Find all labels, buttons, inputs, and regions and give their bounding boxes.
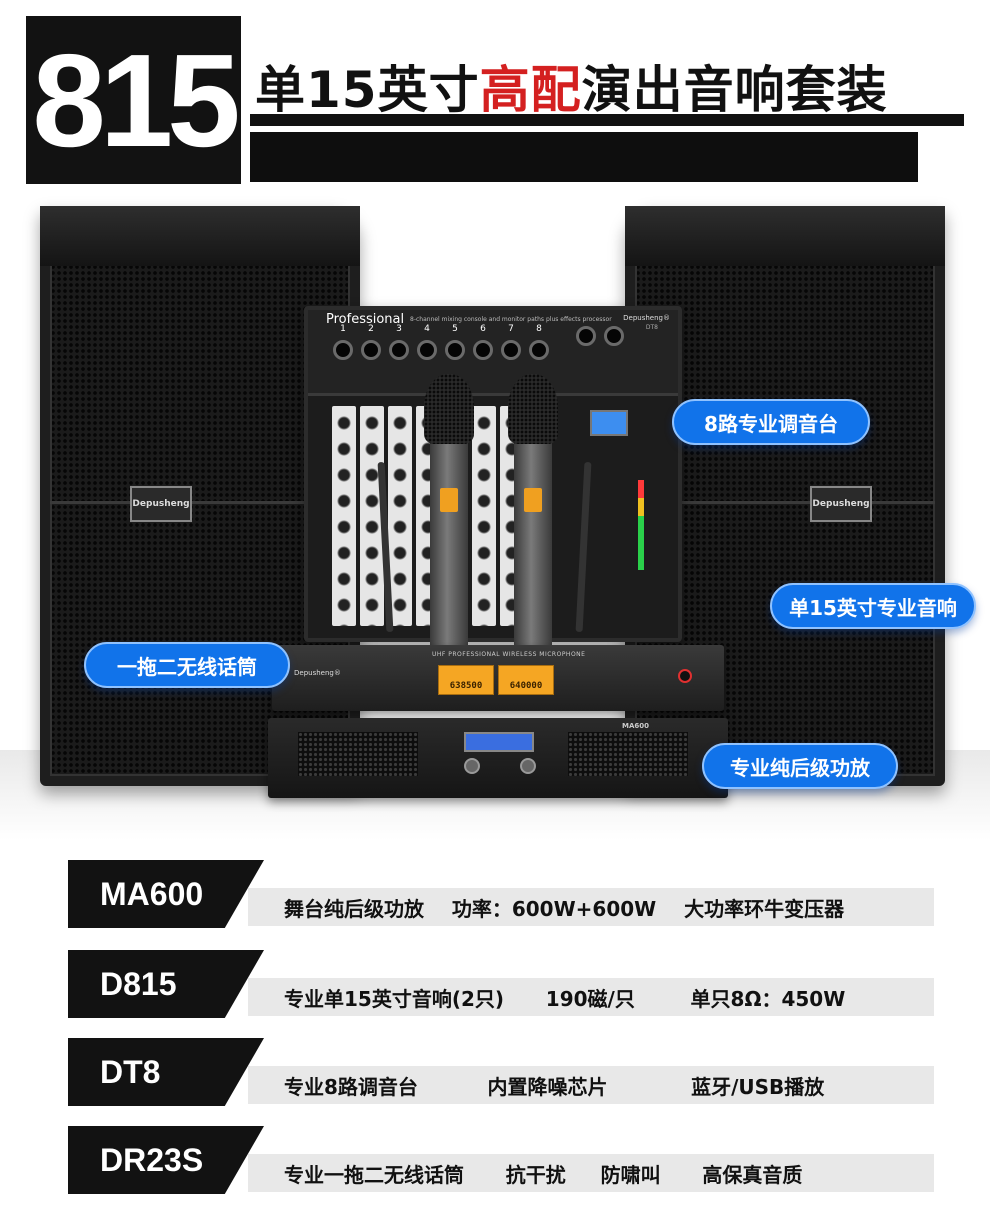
power-amplifier: MA600 (268, 718, 728, 798)
xlr-jack (389, 340, 409, 360)
receiver-header: UHF PROFESSIONAL WIRELESS MICROPHONE (432, 651, 586, 658)
xlr-jack (417, 340, 437, 360)
title-highlight: 高配 (479, 61, 582, 119)
receiver-display-a: 638500 (438, 665, 494, 695)
spec-model: DT8 (68, 1038, 264, 1106)
channel-number: 3 (396, 324, 402, 334)
channel-number: 6 (480, 324, 486, 334)
spec-model: DR23S (68, 1126, 264, 1194)
channel-strip (388, 406, 412, 626)
spec-bar (248, 978, 934, 1016)
mixer-subtitle: 8-channel mixing console and monitor pat… (410, 316, 612, 323)
mixer-input-panel: Professional 8-channel mixing console an… (308, 310, 678, 396)
power-icon (678, 669, 692, 683)
page-title: 单15英寸高配演出音响套装 (255, 50, 888, 122)
channel-number: 1 (340, 324, 346, 334)
header-black-bar (250, 132, 918, 182)
spec-row: DR23S 专业一拖二无线话筒 抗干扰 防啸叫 高保真音质 (68, 1126, 934, 1194)
speaker-grille-crease (50, 501, 350, 504)
speaker-top-edge (625, 206, 945, 266)
spec-model: MA600 (68, 860, 264, 928)
spec-model: D815 (68, 950, 264, 1018)
product-scene: Depusheng Depusheng Professional 8-chann… (0, 190, 990, 840)
speaker-grille-crease (635, 501, 935, 504)
spec-description: 舞台纯后级功放 功率：600W+600W 大功率环牛变压器 (284, 896, 845, 921)
xlr-jack (576, 326, 596, 346)
amp-lcd (464, 732, 534, 752)
speaker-top-edge (40, 206, 360, 266)
spec-description: 专业8路调音台 内置降噪芯片 蓝牙/USB播放 (284, 1074, 825, 1099)
spec-bar (248, 1066, 934, 1104)
channel-number: 8 (536, 324, 542, 334)
spec-row: MA600 舞台纯后级功放 功率：600W+600W 大功率环牛变压器 (68, 860, 934, 928)
wireless-mic-2 (508, 374, 558, 656)
channel-number: 7 (508, 324, 514, 334)
xlr-jack (604, 326, 624, 346)
xlr-jack (333, 340, 353, 360)
callout-speaker: 单15英寸专业音响 (770, 583, 976, 629)
xlr-jack (473, 340, 493, 360)
title-part-1: 单15英寸 (255, 61, 480, 119)
mic-grille (424, 374, 474, 444)
mic-display (440, 488, 458, 512)
speaker-logo: Depusheng (810, 486, 872, 522)
xlr-jack (529, 340, 549, 360)
amp-vent (568, 732, 688, 776)
mixer-model: DT8 (645, 324, 658, 331)
amp-knob (520, 758, 536, 774)
wireless-receiver: Depusheng® UHF PROFESSIONAL WIRELESS MIC… (272, 645, 724, 711)
amp-vent (298, 732, 418, 776)
callout-amp: 专业纯后级功放 (702, 743, 898, 789)
spec-row: D815 专业单15英寸音响(2只) 190磁/只 单只8Ω：450W (68, 950, 934, 1018)
amp-knob (464, 758, 480, 774)
model-badge: 815 (26, 16, 241, 184)
channel-strip (332, 406, 356, 626)
spec-row: DT8 专业8路调音台 内置降噪芯片 蓝牙/USB播放 (68, 1038, 934, 1106)
mixer-console: Professional 8-channel mixing console an… (304, 306, 682, 642)
channel-number: 2 (368, 324, 374, 334)
title-underline (250, 114, 964, 126)
speaker-logo: Depusheng (130, 486, 192, 522)
channel-number: 4 (424, 324, 430, 334)
mixer-title: Professional (326, 312, 405, 327)
xlr-jack (501, 340, 521, 360)
xlr-jack (445, 340, 465, 360)
channel-strip (472, 406, 496, 626)
mixer-lcd (590, 410, 628, 436)
channel-number: 5 (452, 324, 458, 334)
spec-description: 专业一拖二无线话筒 抗干扰 防啸叫 高保真音质 (284, 1162, 803, 1187)
mic-grille (508, 374, 558, 444)
amp-model: MA600 (622, 722, 649, 730)
xlr-jack (361, 340, 381, 360)
wireless-mic-1 (424, 374, 474, 656)
mic-display (524, 488, 542, 512)
level-meter (638, 480, 644, 570)
spec-description: 专业单15英寸音响(2只) 190磁/只 单只8Ω：450W (284, 986, 846, 1011)
receiver-display-b: 640000 (498, 665, 554, 695)
callout-mixer: 8路专业调音台 (672, 399, 870, 445)
spec-bar (248, 1154, 934, 1192)
receiver-brand: Depusheng® (294, 669, 341, 677)
callout-mic: 一拖二无线话筒 (84, 642, 290, 688)
title-part-2: 演出音响套装 (581, 61, 888, 119)
spec-bar (248, 888, 934, 926)
mixer-brand: Depusheng® (623, 314, 670, 322)
